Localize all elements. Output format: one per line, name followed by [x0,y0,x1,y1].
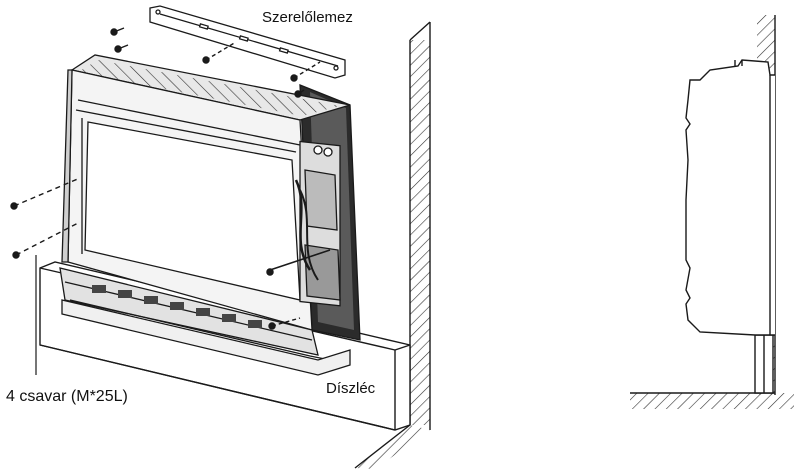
screw-icon [111,28,124,35]
screw-icon [269,318,300,329]
screw-icon [13,222,80,258]
mounting-plate-label: Szerelőlemez [262,9,353,26]
screw-icon [203,42,236,63]
mounting-plate [150,6,345,78]
screws-label: 4 csavar (M*25L) [6,388,128,405]
unit-screws [11,178,300,329]
screw-icon [267,269,273,275]
screw-icon [115,45,128,52]
screw-icon [291,62,320,81]
trim-strip-label: Díszléc [326,380,376,397]
side-view [630,15,794,409]
plate-screws [111,28,320,97]
wall-left-view [355,22,430,469]
screw-icon [11,178,80,209]
indoor-unit [60,55,360,375]
screw-icon [295,90,304,97]
